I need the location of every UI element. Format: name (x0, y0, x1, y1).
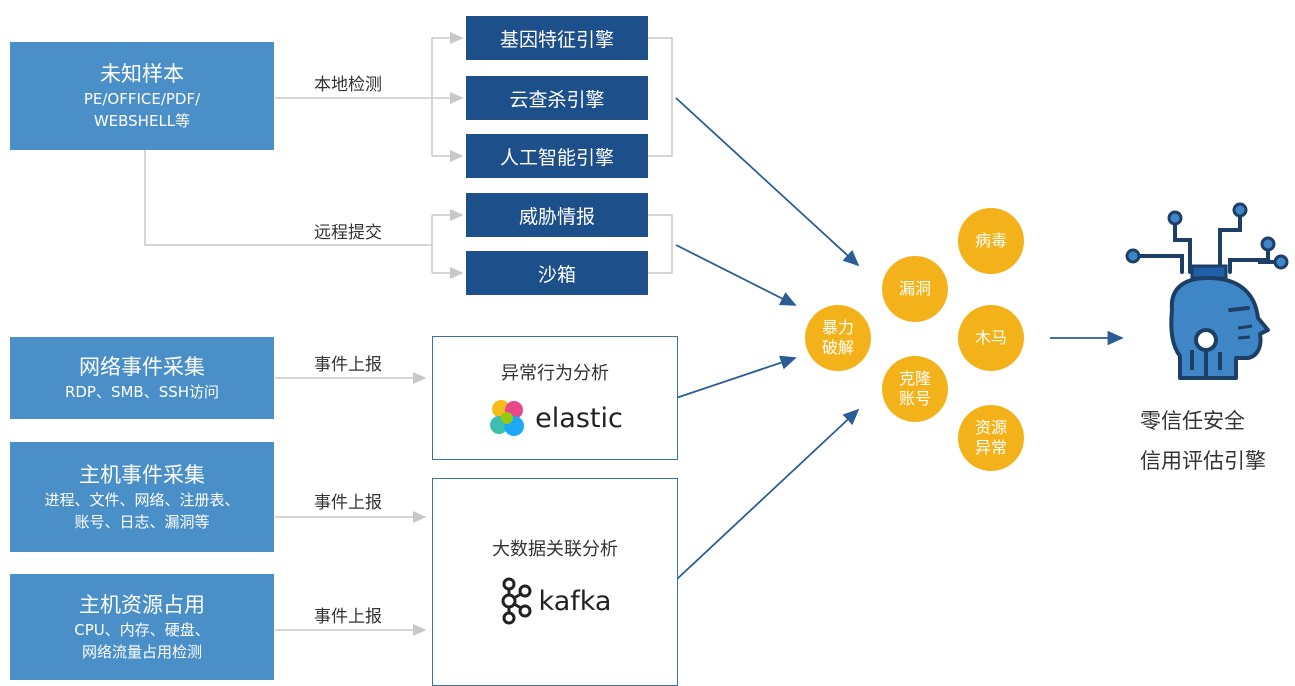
source-subtitle: WEBSHELL等 (93, 112, 191, 130)
analysis-title: 异常行为分析 (501, 363, 609, 384)
threat-label: 病毒 (974, 231, 1007, 250)
threat-label: 木马 (974, 328, 1007, 347)
threat-resource-anomaly: 资源异常 (958, 405, 1024, 471)
source-subtitle: 进程、文件、网络、注册表、 (44, 491, 240, 509)
engine-sandbox: 沙箱 (466, 251, 648, 295)
threat-label: 暴力破解 (821, 318, 854, 357)
analysis-anomaly-behavior: 异常行为分析 elastic (432, 336, 678, 460)
source-network-events: 网络事件采集 RDP、SMB、SSH访问 (10, 337, 274, 419)
analysis-big-data-correlation: 大数据关联分析 kafka (432, 478, 678, 686)
threat-brute-force: 暴力破解 (805, 305, 871, 371)
source-title: 主机资源占用 (79, 593, 205, 617)
label-local-detection: 本地检测 (314, 75, 382, 95)
label-remote-submit: 远程提交 (314, 223, 382, 243)
engine-threat-intel: 威胁情报 (466, 193, 648, 237)
engine-gene-signature: 基因特征引擎 (466, 16, 648, 60)
source-subtitle: 账号、日志、漏洞等 (74, 513, 210, 531)
source-subtitle: CPU、内存、硬盘、 (74, 621, 210, 639)
label-event-report: 事件上报 (314, 493, 382, 513)
threat-label: 漏洞 (898, 279, 931, 298)
threat-label: 资源异常 (974, 418, 1007, 457)
source-host-resources: 主机资源占用 CPU、内存、硬盘、 网络流量占用检测 (10, 574, 274, 680)
analysis-title: 大数据关联分析 (492, 539, 618, 560)
source-title: 主机事件采集 (79, 463, 205, 487)
engine-cloud-scan: 云查杀引擎 (466, 76, 648, 120)
elastic-icon (490, 400, 525, 436)
source-title: 未知样本 (100, 62, 184, 86)
kafka-icon (501, 577, 532, 625)
source-unknown-sample: 未知样本 PE/OFFICE/PDF/ WEBSHELL等 (10, 42, 274, 150)
result-title-line2: 信用评估引擎 (1140, 449, 1266, 473)
engine-ai: 人工智能引擎 (466, 134, 648, 178)
ai-head-icon (1125, 202, 1289, 380)
threat-cloned-account: 克隆账号 (882, 356, 948, 422)
elastic-logo: elastic (487, 397, 623, 439)
source-host-events: 主机事件采集 进程、文件、网络、注册表、 账号、日志、漏洞等 (10, 442, 274, 552)
label-event-report: 事件上报 (314, 355, 382, 375)
source-subtitle: PE/OFFICE/PDF/ (83, 90, 201, 108)
threat-trojan: 木马 (958, 305, 1024, 371)
threat-vulnerability: 漏洞 (882, 256, 948, 322)
source-title: 网络事件采集 (79, 355, 205, 379)
source-subtitle: RDP、SMB、SSH访问 (64, 383, 220, 401)
kafka-logo: kafka (499, 577, 612, 625)
source-subtitle: 网络流量占用检测 (81, 643, 202, 661)
elastic-logo-text: elastic (535, 402, 623, 434)
result-title-line1: 零信任安全 (1140, 409, 1245, 433)
kafka-logo-text: kafka (538, 585, 612, 617)
threat-label: 克隆账号 (898, 369, 931, 408)
threat-virus: 病毒 (958, 208, 1024, 274)
label-event-report: 事件上报 (314, 607, 382, 627)
